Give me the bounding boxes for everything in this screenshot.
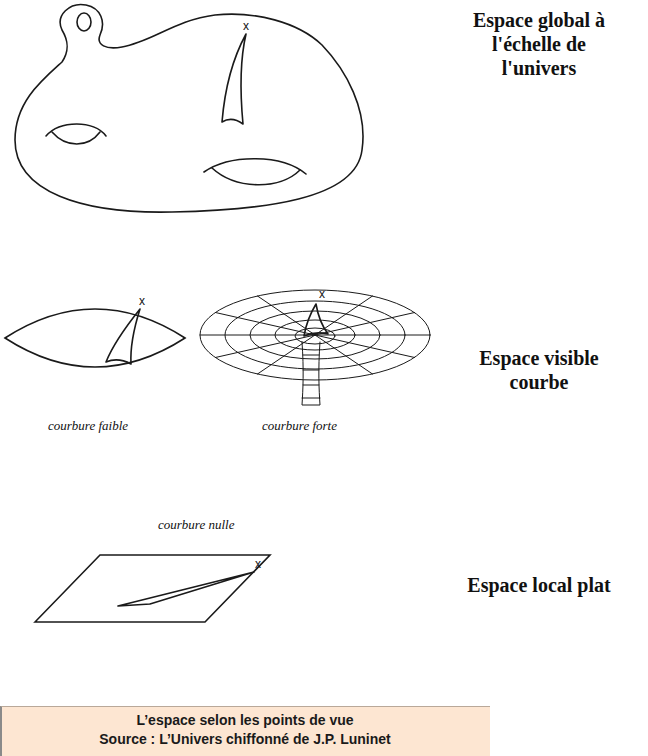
geodesic-triangle — [118, 572, 254, 606]
point-marker: x — [243, 20, 249, 32]
geodesic-triangle — [106, 309, 140, 364]
curvature-label: courbure forte — [262, 418, 337, 433]
lens-surface — [5, 309, 185, 367]
torus-hole — [204, 159, 306, 174]
handle-hole — [77, 13, 91, 31]
torus-hole — [52, 132, 100, 144]
section-label: Espace global à l'échelle de l'univers — [466, 8, 612, 80]
geodesic-triangle — [304, 304, 328, 336]
point-marker: x — [319, 288, 325, 300]
section-label: Espace local plat — [466, 573, 612, 597]
point-marker: x — [139, 295, 145, 307]
source-note: Source : L’Univers chiffonné de J.P. Lun… — [0, 731, 490, 748]
point-marker: x — [255, 558, 261, 570]
section-label: Espace visible courbe — [466, 346, 612, 394]
curvature-label: courbure faible — [48, 418, 128, 433]
curvature-label: courbure nulle — [158, 517, 234, 532]
torus-hole — [212, 168, 300, 185]
figure-caption: L’espace selon les points de vue — [0, 712, 490, 729]
funnel-grid — [200, 290, 430, 405]
geodesic-triangle — [222, 34, 246, 124]
flat-plane — [35, 555, 270, 622]
global-space-outline — [15, 5, 363, 213]
